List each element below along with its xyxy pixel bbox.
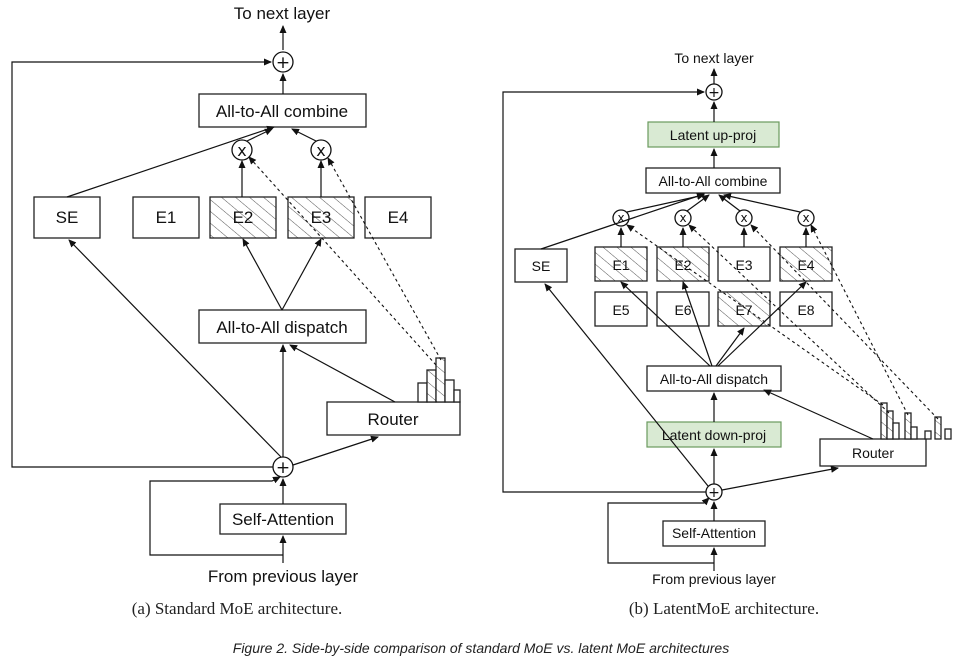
svg-text:E7: E7 (735, 302, 752, 318)
svg-text:All-to-All combine: All-to-All combine (659, 173, 768, 189)
left-bottom-add-node: + (272, 456, 294, 478)
svg-text:Latent down-proj: Latent down-proj (662, 427, 766, 443)
svg-text:+: + (708, 485, 720, 501)
svg-text:E2: E2 (674, 257, 691, 273)
svg-text:SE: SE (532, 258, 551, 274)
svg-text:x: x (617, 211, 624, 225)
right-expert-e4: E4 (779, 246, 833, 282)
left-expert-e3: E3 (287, 196, 355, 239)
left-bottom-label: From previous layer (208, 567, 359, 586)
right-self-attention: Self-Attention (662, 520, 766, 547)
svg-text:x: x (740, 211, 747, 225)
right-expert-e6: E6 (656, 291, 710, 327)
left-top-add-node: + (272, 51, 294, 73)
svg-text:E4: E4 (388, 208, 409, 227)
left-expert-e2: E2 (209, 196, 277, 239)
figure-caption: Figure 2. Side-by-side comparison of sta… (233, 640, 729, 656)
svg-text:x: x (679, 211, 686, 225)
right-subcaption: (b) LatentMoE architecture. (629, 599, 819, 618)
left-expert-e4: E4 (364, 196, 432, 239)
svg-text:E1: E1 (156, 208, 177, 227)
svg-text:E6: E6 (674, 302, 691, 318)
right-top-label: To next layer (674, 50, 754, 66)
latent-moe-diagram: To next layer + Latent up-proj All-to-Al… (502, 50, 952, 618)
left-subcaption: (a) Standard MoE architecture. (132, 599, 343, 618)
right-all-to-all-dispatch: All-to-All dispatch (646, 365, 782, 392)
svg-text:E1: E1 (612, 257, 629, 273)
left-multiply-node-e2: x (231, 139, 253, 161)
right-expert-se: SE (514, 248, 568, 283)
svg-text:+: + (708, 85, 720, 101)
svg-text:x: x (802, 211, 809, 225)
right-multiply-node-4: x (797, 209, 815, 227)
svg-text:E3: E3 (311, 208, 332, 227)
left-top-label: To next layer (234, 4, 331, 23)
right-latent-down-proj: Latent down-proj (646, 421, 782, 448)
left-expert-se: SE (33, 196, 101, 239)
left-self-attention: Self-Attention (219, 503, 347, 535)
svg-text:E2: E2 (233, 208, 254, 227)
right-all-to-all-combine: All-to-All combine (645, 167, 781, 194)
right-multiply-node-2: x (674, 209, 692, 227)
right-expert-e5: E5 (594, 291, 648, 327)
left-router-histogram (417, 357, 461, 403)
left-expert-e1: E1 (132, 196, 200, 239)
svg-text:Router: Router (367, 410, 418, 429)
plus-symbol: + (276, 53, 290, 73)
right-latent-up-proj: Latent up-proj (647, 121, 780, 148)
left-multiply-node-e3: x (310, 139, 332, 161)
right-expert-e8: E8 (779, 291, 833, 327)
svg-text:Latent up-proj: Latent up-proj (670, 127, 756, 143)
right-expert-e7: E7 (717, 291, 771, 327)
svg-text:x: x (237, 141, 246, 160)
right-multiply-node-1: x (612, 209, 630, 227)
svg-text:Router: Router (852, 445, 894, 461)
svg-text:E5: E5 (612, 302, 629, 318)
svg-text:All-to-All dispatch: All-to-All dispatch (660, 371, 768, 387)
standard-moe-diagram: To next layer + All-to-All combine x x (11, 4, 461, 618)
svg-text:E4: E4 (797, 257, 814, 273)
svg-text:x: x (316, 141, 325, 160)
svg-text:All-to-All combine: All-to-All combine (216, 102, 348, 121)
svg-text:E8: E8 (797, 302, 814, 318)
svg-text:E3: E3 (735, 257, 752, 273)
svg-text:Self-Attention: Self-Attention (232, 510, 334, 529)
right-bottom-label: From previous layer (652, 571, 776, 587)
left-all-to-all-dispatch: All-to-All dispatch (198, 309, 367, 344)
left-all-to-all-combine: All-to-All combine (198, 93, 367, 128)
right-router-histogram (880, 402, 952, 440)
svg-text:+: + (276, 458, 290, 478)
right-expert-e3: E3 (717, 246, 771, 282)
svg-text:Self-Attention: Self-Attention (672, 525, 756, 541)
right-router: Router (819, 438, 927, 467)
svg-text:All-to-All dispatch: All-to-All dispatch (216, 318, 347, 337)
svg-text:SE: SE (56, 208, 79, 227)
left-router: Router (326, 401, 461, 436)
right-expert-e1: E1 (594, 246, 648, 282)
right-multiply-node-3: x (735, 209, 753, 227)
right-top-add-node: + (705, 83, 723, 101)
